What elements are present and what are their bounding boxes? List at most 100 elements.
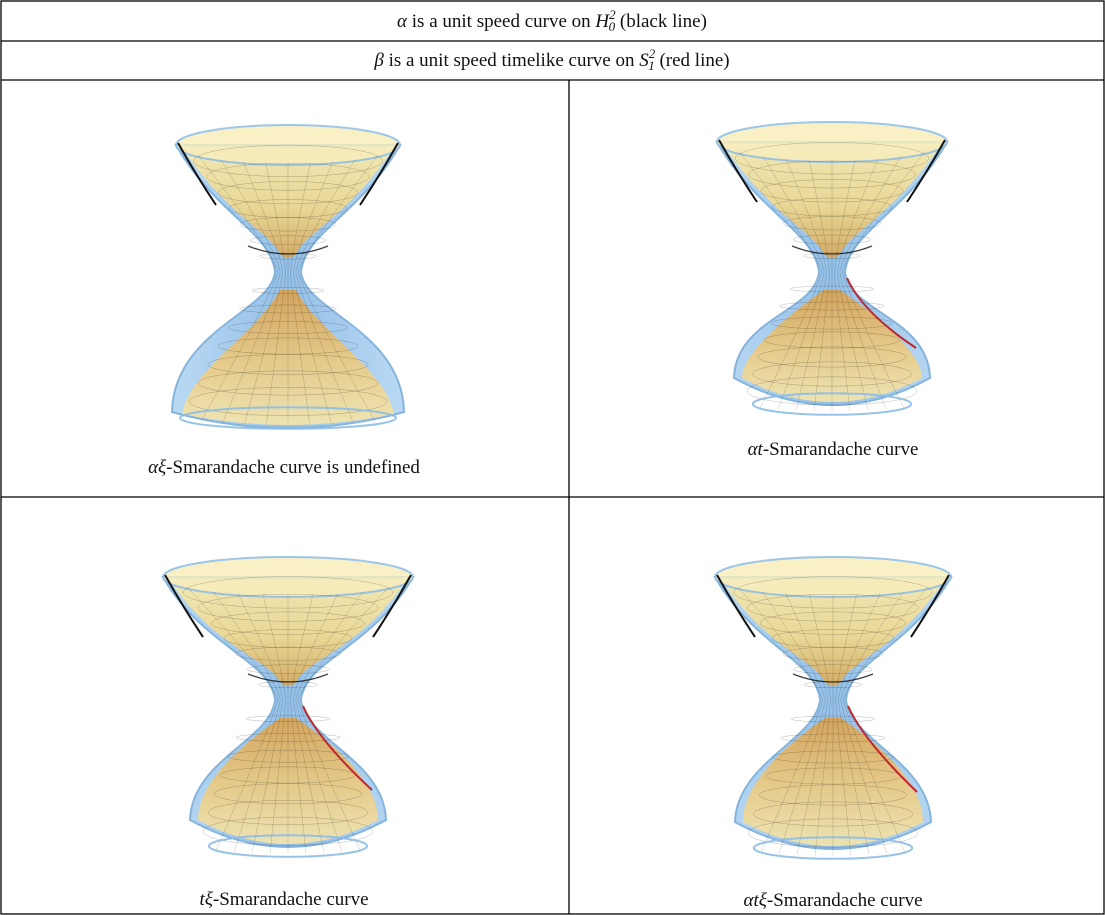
mesh-ring-upper	[211, 611, 365, 635]
mesh-ring-lower	[239, 304, 337, 314]
mesh-ring-lower	[780, 733, 886, 743]
mesh-ring-upper	[759, 611, 907, 635]
mesh-ring-upper	[206, 163, 370, 191]
caption-panel-1-math: αξ	[148, 457, 167, 478]
mesh-meridian	[785, 593, 829, 855]
mesh-ring-upper	[771, 629, 895, 648]
bottom-rim-ellipse	[207, 834, 369, 858]
mesh-meridian	[836, 158, 879, 411]
mesh-ring-upper	[793, 234, 871, 245]
mesh-ring-lower	[251, 287, 325, 294]
mesh-ring-lower	[752, 361, 912, 387]
lower-yellow-cone	[182, 290, 394, 425]
black-curve-left	[716, 574, 756, 638]
panel-alpha-xi-surface	[170, 124, 406, 430]
red-curve	[302, 705, 373, 791]
mesh-ring-upper	[247, 664, 329, 674]
header-row-1-text-after: (black line)	[615, 11, 707, 32]
mesh-meridian	[762, 591, 826, 854]
bottom-rim-ellipse	[752, 836, 914, 860]
mesh-meridian	[295, 591, 364, 852]
header-row-1-text-before: is a unit speed curve on	[407, 11, 595, 32]
mesh-meridian	[808, 159, 830, 412]
mesh-meridian	[262, 594, 286, 854]
upper-yellow-cone	[169, 579, 407, 686]
black-curve-left	[718, 139, 758, 203]
header-row-2-text-after: (red line)	[655, 50, 730, 71]
panel-alpha-t-xi-surface	[713, 556, 953, 860]
mesh-ring-lower	[213, 783, 363, 805]
header-row-2-sup: 2	[649, 46, 656, 61]
mesh-meridian	[292, 593, 339, 853]
mesh-meridian	[292, 161, 333, 423]
mesh-ring-lower	[779, 301, 885, 311]
mesh-ring-upper	[197, 594, 379, 622]
black-curve-waist	[791, 245, 873, 255]
mesh-ring-lower	[246, 715, 330, 722]
mesh-meridian	[295, 159, 356, 422]
mesh-ring-upper	[235, 646, 341, 661]
header-row-2-space: S	[639, 50, 649, 71]
mesh-ring-lower	[757, 346, 907, 368]
top-rim-ellipse	[714, 556, 952, 598]
mesh-meridian	[834, 159, 856, 412]
mesh-ring-upper	[803, 252, 861, 259]
mesh-ring-lower	[228, 321, 348, 334]
mesh-meridian	[739, 152, 822, 409]
mesh-ring-upper	[182, 576, 394, 609]
caption-panel-3-math: tξ	[199, 889, 213, 910]
mesh-meridian	[839, 156, 902, 410]
mesh-meridian	[835, 594, 857, 856]
caption-panel-2: αt-Smarandache curve	[748, 439, 919, 460]
mesh-meridian	[243, 161, 284, 423]
panel-alpha-t-surface	[715, 121, 949, 416]
mesh-ring-lower	[771, 316, 893, 330]
mesh-ring-lower	[746, 376, 918, 406]
mesh-meridian	[837, 593, 881, 855]
top-rim-ellipse	[175, 124, 401, 166]
mesh-ring-upper	[229, 199, 347, 218]
mesh-meridian	[298, 155, 378, 421]
mesh-ring-lower	[791, 715, 875, 723]
mesh-ring-lower	[188, 387, 388, 416]
caption-panel-1: αξ-Smarandache curve is undefined	[148, 457, 420, 478]
mesh-meridian	[220, 159, 281, 422]
mesh-meridian	[290, 162, 311, 424]
red-curve	[847, 705, 918, 793]
mesh-ring-lower	[202, 816, 374, 846]
mesh-meridian	[198, 155, 278, 421]
black-curve-waist	[247, 245, 329, 255]
mesh-ring-upper	[193, 144, 383, 177]
mesh-ring-upper	[218, 181, 358, 205]
top-rim-ellipse	[716, 121, 948, 163]
mesh-meridian	[785, 158, 828, 411]
mesh-ring-lower	[198, 370, 378, 396]
mesh-ring-lower	[790, 285, 874, 293]
mesh-meridian	[212, 591, 281, 852]
bottom-rim-ellipse	[751, 392, 913, 416]
black-curve-right	[906, 139, 946, 203]
mesh-ring-lower	[753, 801, 913, 827]
caption-panel-3: tξ-Smarandache curve	[199, 889, 368, 910]
mesh-meridian	[298, 587, 389, 851]
panel-t-xi-surface	[161, 556, 415, 858]
mesh-ring-lower	[758, 784, 908, 806]
mesh-ring-upper	[223, 629, 353, 648]
caption-panel-4-math: αtξ	[744, 890, 768, 911]
mesh-ring-lower	[772, 750, 894, 764]
mesh-ring-upper	[249, 235, 327, 245]
black-curve-left	[164, 574, 204, 638]
mesh-meridian	[843, 587, 928, 853]
mesh-ring-upper	[782, 216, 882, 231]
mesh-meridian	[738, 587, 823, 853]
mesh-ring-upper	[747, 594, 919, 622]
mesh-ring-lower	[747, 818, 919, 848]
black-curve-left	[177, 142, 217, 206]
mesh-meridian	[762, 156, 825, 410]
mesh-ring-upper	[259, 252, 317, 260]
mesh-ring-upper	[748, 160, 916, 189]
mesh-ring-lower	[227, 749, 349, 763]
